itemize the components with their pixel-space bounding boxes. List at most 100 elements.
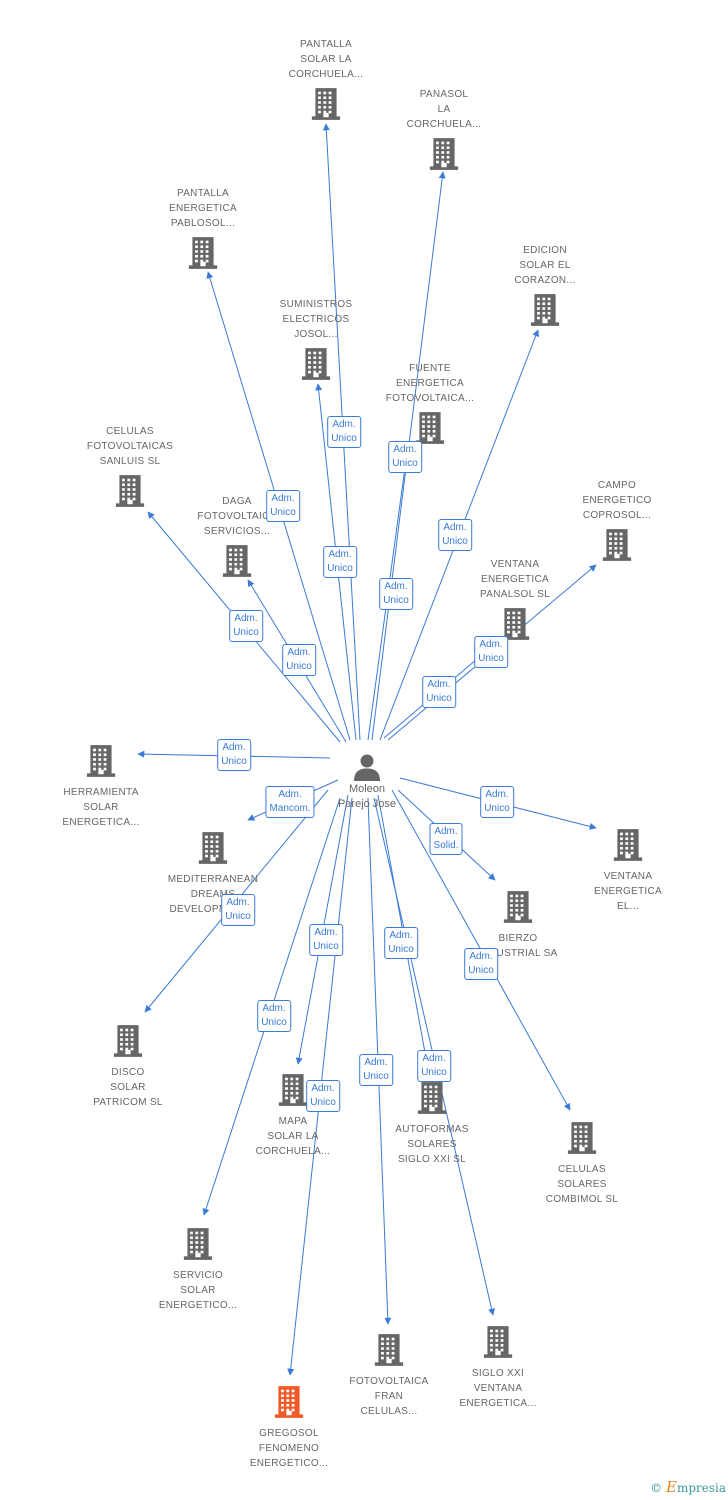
- company-name-line: FRAN: [374, 1391, 404, 1402]
- company-name-line: PANTALLA: [299, 39, 353, 50]
- relation-label-mediterranean-dreams-development[interactable]: Adm. Mancom.: [265, 786, 315, 818]
- relation-label-autoformas-solares-siglo-xxi[interactable]: Adm.Unico: [384, 927, 418, 959]
- company-name-line: SOLAR: [110, 1082, 146, 1093]
- company-name-line: DAGA: [222, 496, 252, 507]
- company-name-line: BIERZO: [498, 933, 538, 944]
- relation-label-siglo-xxi-ventana-energetica[interactable]: Adm.Unico: [417, 1050, 451, 1082]
- company-name-line: SOLAR LA: [267, 1131, 319, 1142]
- relation-label-line: Unico: [286, 661, 312, 672]
- building-icon: [222, 545, 252, 577]
- company-name-line: COPROSOL...: [582, 510, 652, 521]
- relation-label-line: Unico: [270, 507, 296, 518]
- company-name-line: ELECTRICOS: [282, 314, 350, 325]
- relation-label-ventana-energetica-el[interactable]: Adm. Unico: [480, 786, 514, 818]
- relation-label-line: Adm.: [278, 789, 302, 800]
- relation-label-celulas-solares-combimol[interactable]: Adm. Unico: [464, 948, 498, 980]
- relation-label-line: Unico: [484, 803, 510, 814]
- relation-label-line: Adm.: [332, 419, 356, 430]
- relation-label-panasol-la-corchuela[interactable]: Adm.Unico: [388, 441, 422, 473]
- relation-label-suministros-electricos-josol[interactable]: Adm.Unico: [323, 546, 357, 578]
- company-name-line: EL...: [616, 901, 640, 912]
- company-name-line: SANLUIS SL: [99, 456, 161, 467]
- relation-label-line: Adm.: [311, 1083, 335, 1094]
- relation-label-mapa-solar-la-corchuela[interactable]: Adm.Unico: [309, 924, 343, 956]
- relation-label-pantalla-solar-la-corchuela[interactable]: Adm.Unico: [327, 416, 361, 448]
- relation-label-line: Unico: [221, 756, 247, 767]
- relation-label-fuente-energetica-fotovoltaica[interactable]: Adm.Unico: [379, 578, 413, 610]
- relation-label-campo-energetico-coprosol[interactable]: Adm.Unico: [474, 636, 508, 668]
- brand-name: mpresia: [676, 1481, 726, 1495]
- relation-label-fotovoltaica-fran-celulas[interactable]: Adm.Unico: [359, 1054, 393, 1086]
- person-icon: [354, 754, 380, 781]
- relation-label-line: Unico: [468, 965, 494, 976]
- company-name-line: CELULAS...: [360, 1406, 418, 1417]
- company-name-line: ENERGETICA...: [459, 1398, 537, 1409]
- company-name-line: CORAZON...: [514, 275, 576, 286]
- person-name-line: Moleon: [348, 783, 386, 795]
- company-name-line: MEDITERRANEAN: [167, 874, 259, 885]
- relation-label-line: Adm.: [234, 613, 258, 624]
- building-icon: [500, 608, 530, 640]
- relation-label-line: Adm.: [364, 1057, 388, 1068]
- relation-label-herramienta-solar-energetica[interactable]: Adm.Unico: [217, 739, 251, 771]
- building-icon: [311, 88, 341, 120]
- company-name-line: LA: [437, 104, 451, 115]
- relation-label-daga-fotovoltaica-servicios[interactable]: Adm.Unico: [282, 644, 316, 676]
- company-name-line: COMBIMOL SL: [545, 1194, 619, 1205]
- person-name: Moleon Parejo Jose: [307, 782, 427, 812]
- company-name-line: VENTANA: [603, 871, 653, 882]
- relation-label-servicio-solar-energetico[interactable]: Adm.Unico: [257, 1000, 291, 1032]
- relation-label-ventana-energetica-panalsol[interactable]: Adm.Unico: [422, 676, 456, 708]
- building-icon: [417, 1082, 447, 1114]
- relation-label-edicion-solar-el-corazon[interactable]: Adm.Unico: [438, 519, 472, 551]
- relation-label-disco-solar-patricom[interactable]: Adm.Unico: [221, 894, 255, 926]
- relation-label-line: Unico: [392, 458, 418, 469]
- relation-label-bierzo-industrial[interactable]: Adm.Solid.: [429, 823, 463, 855]
- relation-label-line: Mancom.: [269, 803, 311, 814]
- relation-label-line: Adm.: [422, 1053, 446, 1064]
- building-icon: [278, 1074, 308, 1106]
- relation-label-line: Adm.: [485, 789, 509, 800]
- relation-label-line: Adm.: [469, 951, 493, 962]
- relation-label-pantalla-energetica-pablosol[interactable]: Adm.Unico: [266, 490, 300, 522]
- relation-label-celulas-fotovoltaicas-sanluis[interactable]: Adm.Unico: [229, 610, 263, 642]
- relation-label-gregosol-fenomeno-energetico[interactable]: Adm.Unico: [306, 1080, 340, 1112]
- company-name-line: EDICION: [523, 245, 567, 256]
- building-icon: [613, 829, 643, 861]
- company-name-line: CORCHUELA...: [406, 119, 482, 130]
- relation-label-line: Adm.: [443, 522, 467, 533]
- company-name-line: SUMINISTROS: [279, 299, 353, 310]
- center-person[interactable]: Moleon Parejo Jose: [307, 752, 427, 812]
- company-name-line: ENERGETICA...: [62, 817, 140, 828]
- building-icon: [429, 138, 459, 170]
- company-name-line: SIGLO XXI: [471, 1368, 525, 1379]
